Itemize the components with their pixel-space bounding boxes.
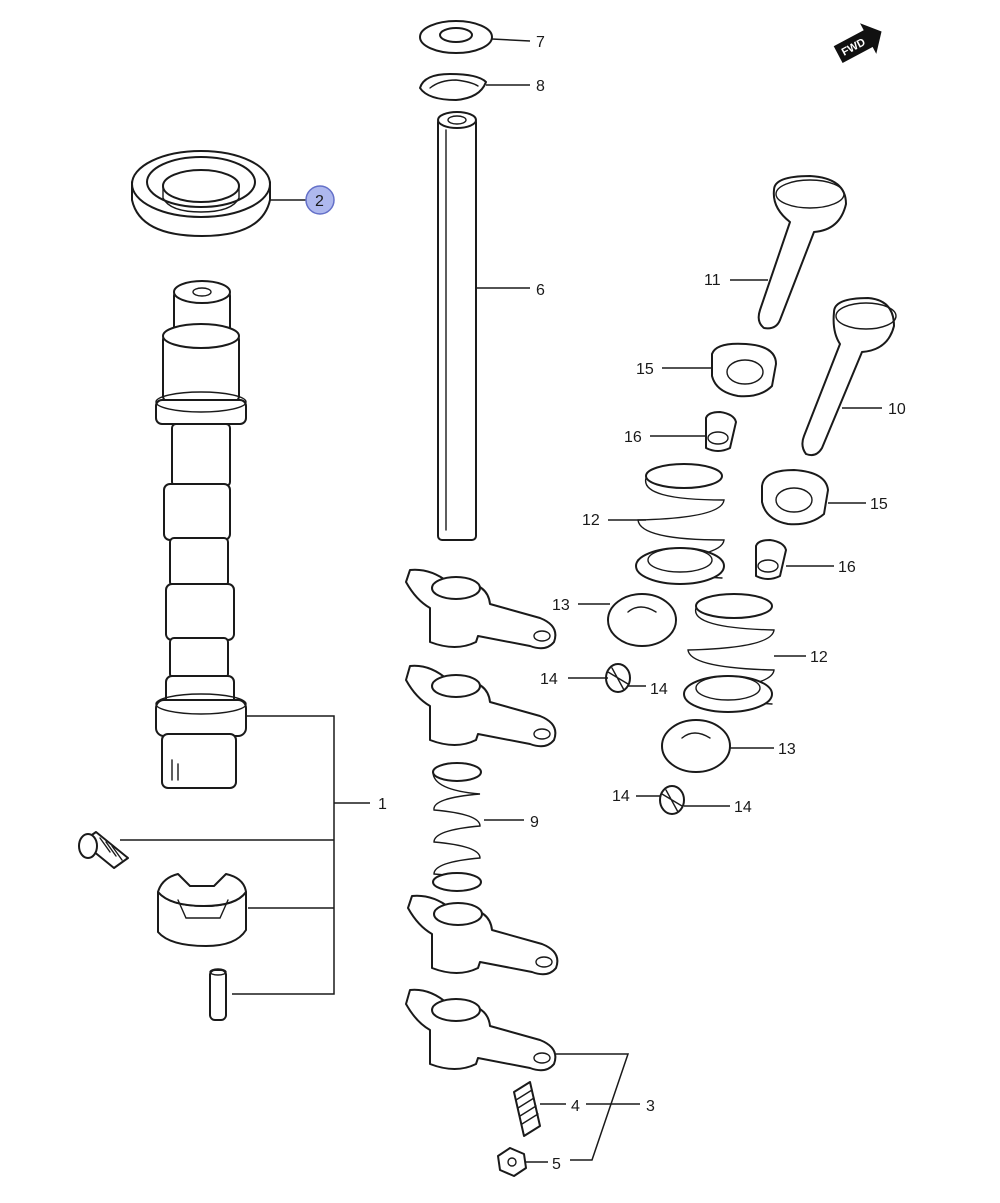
callout-4[interactable]: 4 [571,1098,580,1115]
callout-2-highlight[interactable]: 2 [305,185,335,215]
part-16-seal-a[interactable] [705,411,737,452]
camshaft-holder[interactable] [157,873,247,947]
part-14-cotter-a[interactable] [605,663,631,693]
camshaft-pin[interactable] [209,968,227,1021]
part-1-camshaft[interactable] [155,280,247,789]
callout-5[interactable]: 5 [552,1156,561,1173]
callout-15b[interactable]: 15 [870,496,888,513]
callout-14a[interactable]: 14 [540,671,558,688]
fwd-arrow-badge: FWD [833,23,882,63]
callout-16a[interactable]: 16 [624,429,642,446]
rocker-arm-2[interactable] [405,664,557,748]
callout-13b[interactable]: 13 [778,741,796,758]
callout-1[interactable]: 1 [378,796,387,813]
callout-14b[interactable]: 14 [650,681,668,698]
rocker-arm-3[interactable] [407,894,559,976]
callout-7[interactable]: 7 [536,34,545,51]
part-13-seat-a[interactable] [607,593,677,647]
rocker-arm-4[interactable] [405,988,557,1072]
callout-12b[interactable]: 12 [810,649,828,666]
part-7-washer[interactable] [419,20,493,54]
callouts: 7 8 2 6 1 9 3 4 5 11 10 15 15 16 16 12 1… [305,34,906,1173]
part-6-tube[interactable] [437,111,477,541]
camshaft-bolt[interactable] [78,831,129,869]
part-8-seal[interactable] [419,73,487,101]
callout-2[interactable]: 2 [315,193,324,210]
callout-16b[interactable]: 16 [838,559,856,576]
callout-10[interactable]: 10 [888,401,906,418]
part-12-spring-a[interactable] [635,463,725,585]
part-16-seal-b[interactable] [755,539,787,580]
callout-13a[interactable]: 13 [552,597,570,614]
callout-14c[interactable]: 14 [612,788,630,805]
callout-15a[interactable]: 15 [636,361,654,378]
callout-9[interactable]: 9 [530,814,539,831]
part-5-nut[interactable] [497,1147,527,1177]
rocker-arm-1[interactable] [405,568,557,650]
part-15-retainer-a[interactable] [711,342,777,398]
callout-14d[interactable]: 14 [734,799,752,816]
part-14-cotter-b[interactable] [659,785,685,815]
part-11-valve[interactable] [757,175,847,330]
part-15-retainer-b[interactable] [761,469,829,526]
callout-12a[interactable]: 12 [582,512,600,529]
part-2-oil-seal[interactable] [131,150,271,237]
callout-8[interactable]: 8 [536,78,545,95]
callout-6[interactable]: 6 [536,282,545,299]
part-9-spring[interactable] [432,762,482,892]
part-4-adjust-screw[interactable] [513,1081,541,1137]
part-13-seat-b[interactable] [661,719,731,773]
leader-lines [120,38,882,1163]
callout-3[interactable]: 3 [646,1098,655,1115]
part-12-spring-b[interactable] [683,593,775,713]
callout-11[interactable]: 11 [704,272,721,289]
part-10-valve[interactable] [801,297,897,457]
